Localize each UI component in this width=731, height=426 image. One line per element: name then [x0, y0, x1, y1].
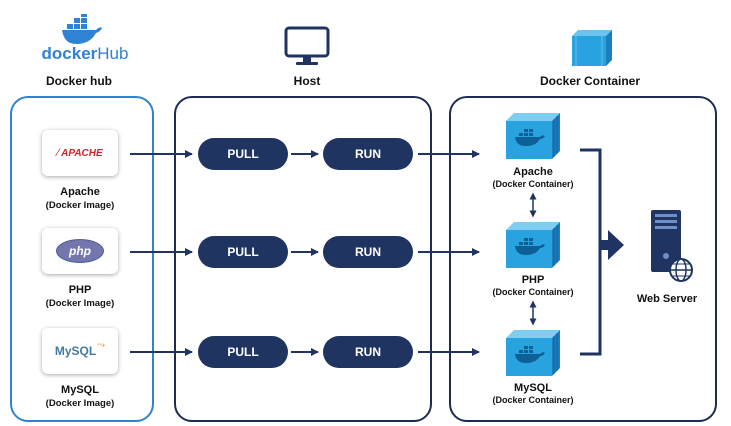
php-image-label: PHP (Docker Image) — [25, 284, 135, 310]
pull-pill-apache: PULL — [198, 138, 288, 170]
container-bracket — [580, 148, 602, 356]
mysql-image-label: MySQL (Docker Image) — [25, 384, 135, 410]
docker-hub-panel — [10, 96, 154, 422]
container-icon — [562, 30, 614, 75]
apache-container-sub: (Docker Container) — [492, 179, 574, 189]
dockerhub-logo: dockerHub — [40, 12, 130, 64]
host-panel — [174, 96, 432, 422]
docker-container-title: Docker Container — [539, 74, 641, 88]
mysql-dolphin-icon: ⤳ — [97, 339, 106, 351]
apache-container-icon — [502, 113, 568, 166]
php-image-sub: (Docker Image) — [45, 298, 115, 309]
pull-pill-mysql: PULL — [198, 336, 288, 368]
mysql-image-card: MySQL ⤳ — [42, 328, 118, 374]
apache-image-label: Apache (Docker Image) — [25, 186, 135, 212]
php-logo-icon: php — [56, 239, 104, 263]
mysql-container-name: MySQL — [514, 382, 552, 394]
run-pill-php: RUN — [323, 236, 413, 268]
docker-container-panel — [449, 96, 717, 422]
mysql-container-icon — [502, 330, 568, 383]
run-pill-apache: RUN — [323, 138, 413, 170]
docker-logo-text: docker — [41, 44, 98, 63]
mysql-image-name: MySQL — [61, 384, 99, 396]
web-server-label: Web Server — [636, 293, 698, 305]
host-title: Host — [293, 74, 321, 88]
php-container-icon — [502, 222, 568, 275]
docker-whale-icon — [62, 12, 102, 44]
php-container-sub: (Docker Container) — [492, 287, 574, 297]
php-container-label: PHP (Docker Container) — [473, 274, 593, 298]
arrow-to-web-server — [608, 230, 624, 260]
mysql-container-sub: (Docker Container) — [492, 395, 574, 405]
apache-image-name: Apache — [60, 186, 100, 198]
mysql-logo-text: MySQL — [54, 344, 97, 358]
php-image-name: PHP — [68, 284, 92, 296]
pull-pill-php: PULL — [198, 236, 288, 268]
php-container-name: PHP — [521, 274, 545, 286]
apache-container-label: Apache (Docker Container) — [473, 166, 593, 190]
monitor-icon — [283, 26, 331, 73]
mysql-container-label: MySQL (Docker Container) — [473, 382, 593, 406]
apache-image-sub: (Docker Image) — [45, 200, 115, 211]
apache-image-card: ∕ APACHE — [42, 130, 118, 176]
docker-hub-title: Docker hub — [45, 74, 112, 88]
php-image-card: php — [42, 228, 118, 274]
mysql-image-sub: (Docker Image) — [45, 398, 115, 409]
hub-logo-text: Hub — [97, 44, 129, 63]
web-server-icon — [647, 210, 695, 287]
php-logo-text: php — [69, 244, 91, 258]
apache-feather-icon: ∕ — [57, 147, 60, 159]
run-pill-mysql: RUN — [323, 336, 413, 368]
apache-container-name: Apache — [513, 166, 553, 178]
apache-logo-text: APACHE — [61, 147, 103, 159]
